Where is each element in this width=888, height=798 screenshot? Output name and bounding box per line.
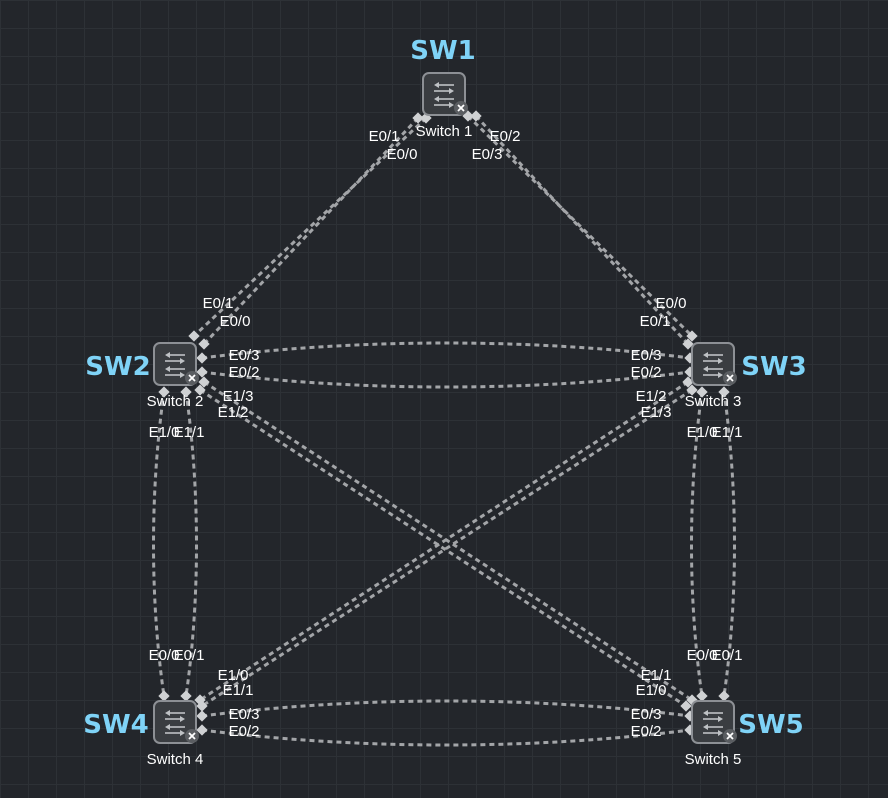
port-label: E0/1 bbox=[712, 647, 743, 664]
switch-name-label: Switch 5 bbox=[685, 751, 742, 768]
port-label: E0/1 bbox=[640, 313, 671, 330]
switch-name-label: Switch 2 bbox=[147, 393, 204, 410]
link-sw2-sw5[interactable] bbox=[203, 380, 693, 702]
port-label: E0/3 bbox=[229, 347, 260, 364]
port-marker bbox=[196, 724, 208, 736]
switch-name-label: Switch 4 bbox=[147, 751, 204, 768]
switch-node-sw2[interactable]: Switch 2 bbox=[147, 342, 204, 410]
switch-icon bbox=[691, 342, 735, 386]
switch-tag-label: SW2 bbox=[85, 352, 151, 382]
port-label: E0/3 bbox=[472, 146, 503, 163]
port-label: E0/2 bbox=[631, 364, 662, 381]
port-marker bbox=[158, 386, 170, 398]
port-marker bbox=[470, 110, 482, 122]
port-label: E1/0 bbox=[636, 682, 667, 699]
port-label: E1/0 bbox=[149, 424, 180, 441]
port-label: E0/2 bbox=[631, 723, 662, 740]
switch-node-sw1[interactable]: Switch 1 bbox=[416, 72, 473, 140]
port-markers-layer bbox=[158, 110, 730, 736]
port-label: E1/1 bbox=[641, 667, 672, 684]
link-sw3-sw4[interactable] bbox=[201, 388, 693, 708]
port-marker bbox=[196, 352, 208, 364]
port-marker bbox=[196, 700, 208, 712]
port-marker bbox=[686, 384, 698, 396]
link-sw3-sw4[interactable] bbox=[199, 380, 689, 702]
port-marker bbox=[718, 690, 730, 702]
switch-icon bbox=[153, 700, 197, 744]
switch-name-label: Switch 3 bbox=[685, 393, 742, 410]
switch-tag-label: SW5 bbox=[738, 710, 804, 740]
port-label: E0/1 bbox=[203, 295, 234, 312]
port-marker bbox=[696, 690, 708, 702]
port-label: E0/2 bbox=[229, 723, 260, 740]
port-marker bbox=[158, 690, 170, 702]
port-label: E0/0 bbox=[149, 647, 180, 664]
port-marker bbox=[198, 338, 210, 350]
port-marker bbox=[188, 330, 200, 342]
link-sw3-sw5[interactable] bbox=[690, 391, 704, 697]
port-label: E0/3 bbox=[631, 706, 662, 723]
port-label: E0/3 bbox=[229, 706, 260, 723]
switch-icon bbox=[422, 72, 466, 116]
port-marker bbox=[196, 366, 208, 378]
port-label: E1/0 bbox=[687, 424, 718, 441]
link-sw3-sw5[interactable] bbox=[722, 391, 736, 697]
link-sw4-sw5[interactable] bbox=[201, 728, 691, 747]
link-sw2-sw5[interactable] bbox=[199, 388, 687, 708]
switch-tag-label: SW1 bbox=[410, 36, 476, 66]
port-label: E0/0 bbox=[387, 146, 418, 163]
link-sw4-sw5[interactable] bbox=[201, 699, 691, 718]
port-label: E0/1 bbox=[174, 647, 205, 664]
switch-node-sw4[interactable]: Switch 4 bbox=[147, 700, 204, 768]
port-marker bbox=[196, 710, 208, 722]
port-label: E1/3 bbox=[641, 404, 672, 421]
switch-node-sw3[interactable]: Switch 3 bbox=[685, 342, 742, 410]
port-label: E1/3 bbox=[223, 388, 254, 405]
port-marker bbox=[194, 384, 206, 396]
port-marker bbox=[682, 376, 694, 388]
port-label: E0/0 bbox=[687, 647, 718, 664]
port-label: E0/0 bbox=[656, 295, 687, 312]
link-sw1-sw2[interactable] bbox=[202, 116, 420, 346]
link-sw1-sw2[interactable] bbox=[192, 116, 428, 338]
link-sw2-sw3[interactable] bbox=[201, 370, 691, 389]
port-marker bbox=[180, 690, 192, 702]
links-layer bbox=[152, 114, 736, 747]
port-marker bbox=[686, 330, 698, 342]
port-label: E1/2 bbox=[218, 404, 249, 421]
port-label: E1/1 bbox=[223, 682, 254, 699]
port-marker bbox=[180, 386, 192, 398]
port-label: E0/1 bbox=[369, 128, 400, 145]
switch-node-sw5[interactable]: Switch 5 bbox=[685, 700, 742, 768]
link-sw2-sw3[interactable] bbox=[201, 341, 691, 360]
port-label: E1/1 bbox=[712, 424, 743, 441]
port-marker bbox=[412, 112, 424, 124]
port-label: E0/2 bbox=[490, 128, 521, 145]
port-label: E0/0 bbox=[220, 313, 251, 330]
port-label: E1/1 bbox=[174, 424, 205, 441]
port-marker bbox=[680, 700, 692, 712]
switch-name-label: Switch 1 bbox=[416, 123, 473, 140]
port-marker bbox=[682, 338, 694, 350]
port-marker bbox=[696, 386, 708, 398]
port-label: E0/3 bbox=[631, 347, 662, 364]
port-label: E1/0 bbox=[218, 667, 249, 684]
port-label: E1/2 bbox=[636, 388, 667, 405]
switch-icon bbox=[153, 342, 197, 386]
port-marker bbox=[718, 386, 730, 398]
switch-icon bbox=[691, 700, 735, 744]
link-sw1-sw3[interactable] bbox=[466, 114, 694, 338]
port-marker bbox=[198, 376, 210, 388]
link-sw1-sw3[interactable] bbox=[474, 114, 690, 346]
switch-tag-label: SW4 bbox=[83, 710, 149, 740]
link-sw2-sw4[interactable] bbox=[184, 391, 198, 697]
switch-tag-label: SW3 bbox=[741, 352, 807, 382]
port-label: E0/2 bbox=[229, 364, 260, 381]
link-sw2-sw4[interactable] bbox=[152, 391, 166, 697]
